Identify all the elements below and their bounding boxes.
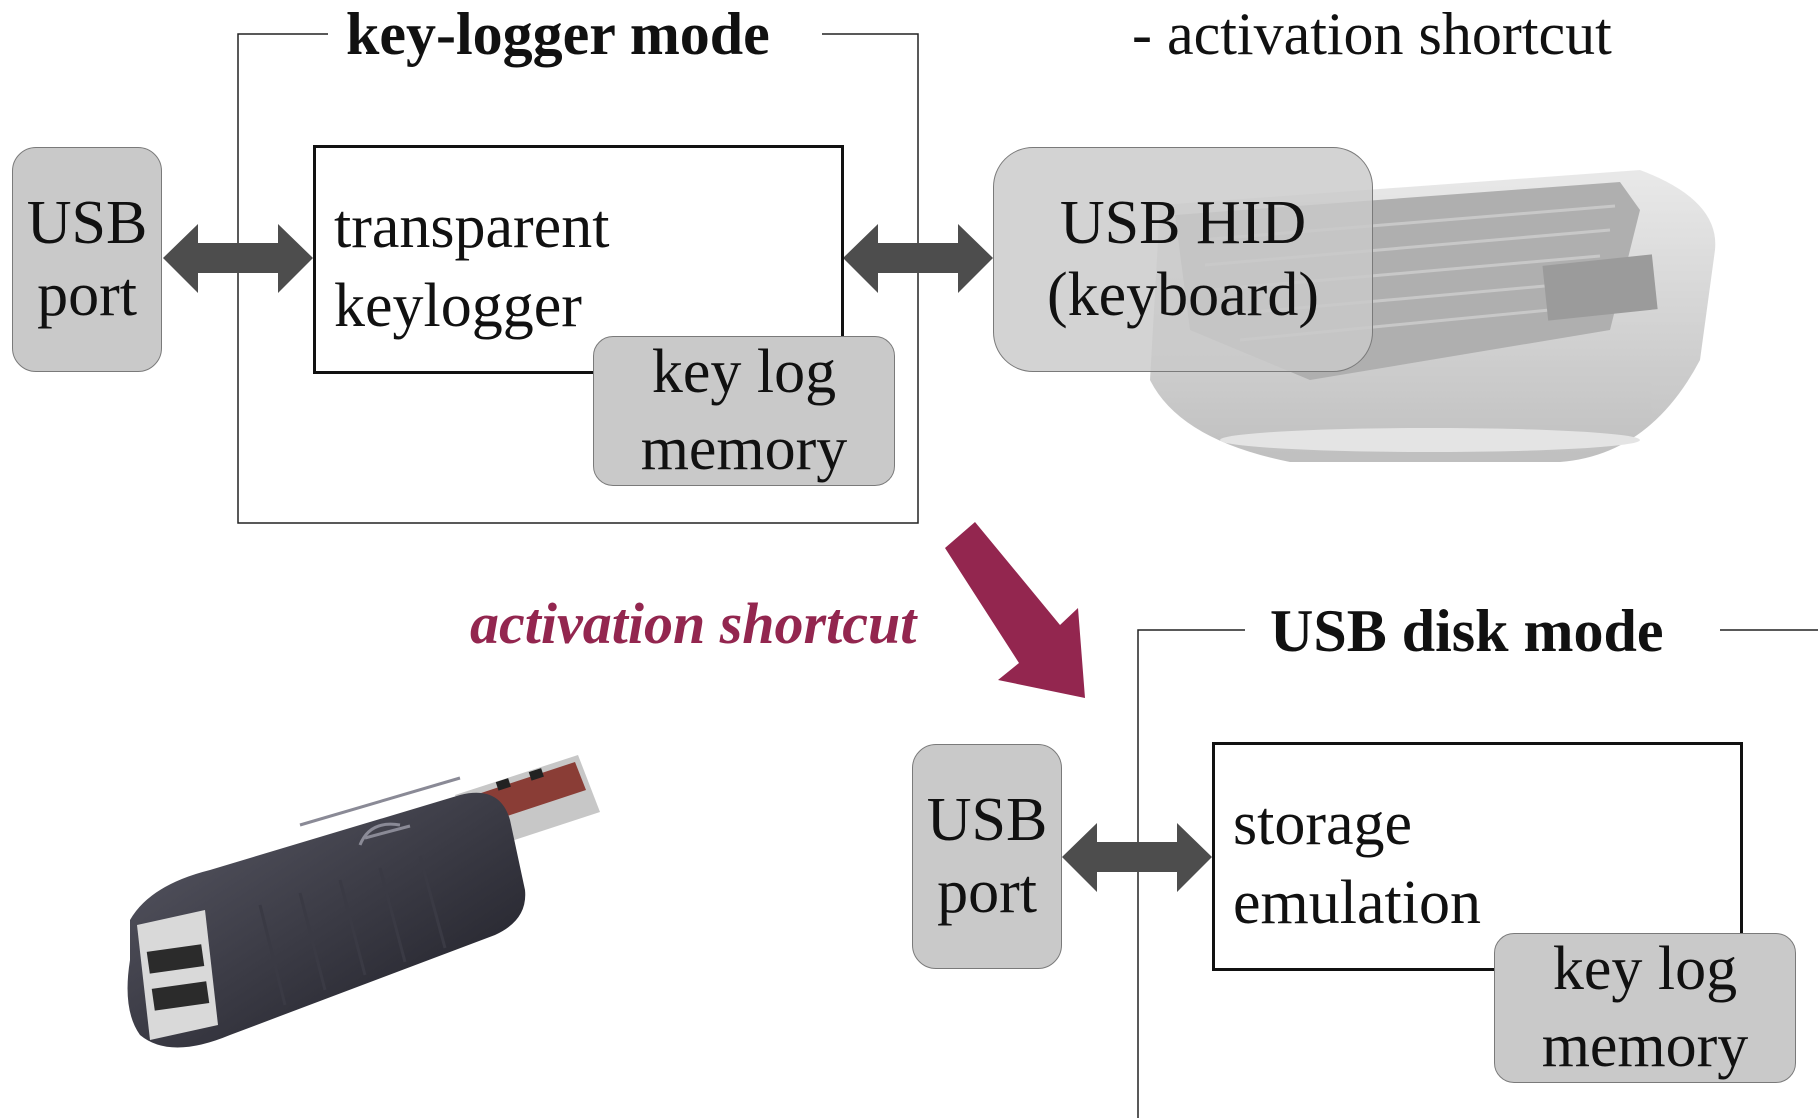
- hid-label-line2: (keyboard): [1047, 260, 1319, 329]
- keylogger-mode-title: key-logger mode: [328, 4, 788, 64]
- usb-port-label-line1: USB: [26, 189, 148, 258]
- usb-port-box: USB port: [12, 147, 162, 372]
- disk-usb-port-label-line1: USB: [926, 786, 1048, 855]
- disk-key-log-memory-box: key log memory: [1494, 933, 1796, 1083]
- storage-label-line2: emulation: [1233, 869, 1481, 938]
- activation-shortcut-label: activation shortcut: [470, 591, 917, 656]
- transition-arrow: [945, 522, 1085, 698]
- memory-label-line2: memory: [640, 415, 848, 483]
- key-log-memory-box: key log memory: [593, 336, 895, 486]
- keylogger-label-line1: transparent: [334, 193, 610, 261]
- arrow-usb-to-storage: [1062, 823, 1212, 892]
- storage-emulation-box: storage emulation: [1212, 742, 1743, 971]
- disk-usb-port-label-line2: port: [937, 857, 1037, 926]
- arrow-usb-to-keylogger: [163, 224, 313, 293]
- disk-usb-port-box: USB port: [912, 744, 1062, 969]
- arrow-keylogger-to-hid: [843, 224, 993, 293]
- usb-port-label-line2: port: [37, 260, 137, 329]
- usb-keylogger-image: [127, 755, 600, 1048]
- storage-label-line1: storage: [1233, 790, 1413, 858]
- activation-shortcut-note: - activation shortcut: [1132, 1, 1612, 67]
- transparent-keylogger-box: transparent keylogger: [313, 145, 844, 374]
- keylogger-label-line2: keylogger: [334, 272, 582, 341]
- disk-memory-label-line1: key log: [1552, 934, 1738, 1003]
- disk-mode-title: USB disk mode: [1252, 601, 1682, 661]
- keylogger-mode-frame: [237, 33, 919, 524]
- disk-mode-frame: [1137, 629, 1818, 1118]
- hid-label-line1: USB HID: [1059, 189, 1307, 258]
- memory-label-line1: key log: [651, 337, 837, 406]
- disk-memory-label-line2: memory: [1541, 1012, 1749, 1080]
- usb-hid-keyboard-box: USB HID (keyboard): [993, 147, 1373, 372]
